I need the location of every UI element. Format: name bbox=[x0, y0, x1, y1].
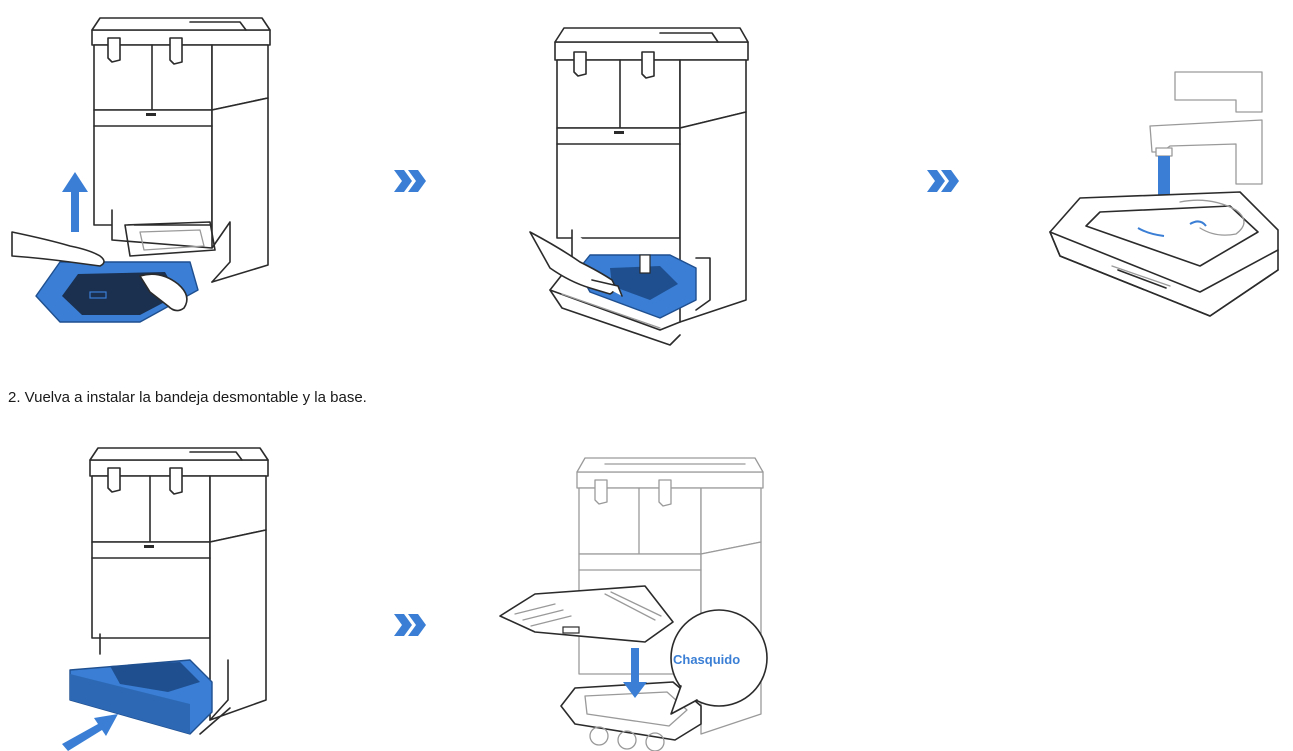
up-arrow-icon bbox=[62, 172, 88, 232]
step-2-instruction: 2. Vuelva a instalar la bandeja desmonta… bbox=[8, 389, 367, 406]
figure-install-tray bbox=[62, 447, 269, 751]
double-chevron-icon bbox=[394, 614, 426, 636]
figure-remove-tray bbox=[11, 17, 271, 323]
double-chevron-icon bbox=[394, 170, 426, 192]
figure-install-base: Chasquido bbox=[499, 457, 768, 751]
down-arrow-icon bbox=[623, 648, 647, 698]
click-callout-label: Chasquido bbox=[673, 652, 740, 667]
push-arrow-icon bbox=[62, 714, 118, 751]
figure-rinse-base bbox=[1049, 71, 1279, 317]
faucet-icon bbox=[1149, 71, 1263, 185]
figure-remove-base bbox=[529, 27, 749, 346]
double-chevron-icon bbox=[927, 170, 959, 192]
